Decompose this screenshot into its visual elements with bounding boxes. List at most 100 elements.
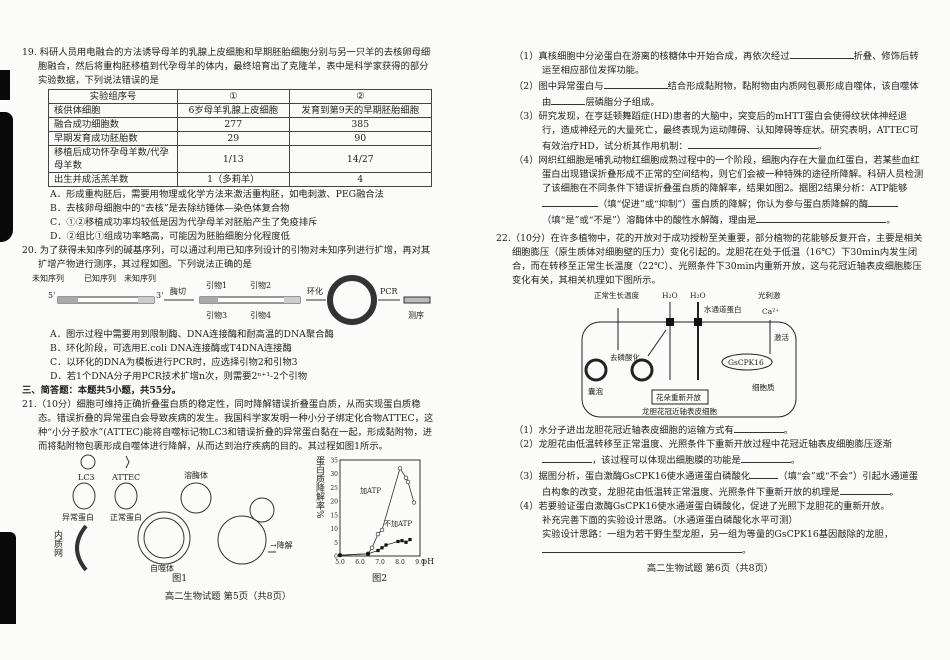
- series-label: 加ATP: [360, 486, 381, 495]
- data-point: [369, 545, 375, 550]
- answer-blank[interactable]: [789, 48, 854, 59]
- answer-blank[interactable]: [740, 452, 791, 463]
- table-cell: 385: [288, 117, 433, 132]
- data-point: [379, 527, 385, 533]
- autophagosome-inner: [143, 517, 185, 559]
- answer-blank[interactable]: [687, 138, 818, 149]
- answer-blank[interactable]: [839, 484, 890, 495]
- q22-part-2: （2）龙胆花由低温转移至正常温度、光照条件下重新开放过程中花冠近轴表皮细胞膨压逐…: [514, 439, 892, 466]
- reopen-box: [651, 389, 709, 405]
- label-abnormal-protein: 异常蛋白: [62, 512, 94, 522]
- epidermal-cell: [581, 321, 797, 418]
- q20-diagram: 未知序列 已知序列 未知序列 5' 3' 酶切 引物1 引物2 引物3 引物4 …: [32, 273, 431, 325]
- data-point: [404, 540, 408, 544]
- label-degrade: →降解: [270, 540, 293, 550]
- answer-blank[interactable]: [603, 78, 668, 89]
- q19-stem: 19. 科研人员用电融合的方法诱导母羊的乳腺上皮细胞和早期胚胎细胞分别与另一只羊…: [22, 47, 431, 86]
- normal-protein: [114, 482, 138, 510]
- figure-1-caption: 图1: [172, 573, 188, 584]
- label-primer1: 引物1: [206, 280, 227, 290]
- data-point: [366, 552, 370, 556]
- figure-1: LC3 ATTEC 异常蛋白 正常蛋白 自噬体 溶酶体 →降解: [62, 454, 293, 572]
- question-21: 21.（10分）细胞可维持正确折叠蛋白质的稳定性，同时降解错误折叠蛋白质，从而实…: [22, 398, 434, 454]
- lysosome-fusing: [249, 497, 275, 523]
- section-heading: 三、简答题：本题共5小题，共55分。: [22, 385, 181, 396]
- table-cell: 6岁母羊乳腺上皮细胞: [177, 103, 290, 118]
- y-tick-label: 10: [330, 526, 338, 533]
- label-primer3: 引物3: [206, 310, 227, 320]
- y-tick-label: 0: [334, 554, 338, 561]
- answer-blank[interactable]: [756, 212, 887, 223]
- q21-part-1: （1）真核细胞中分泌蛋白在游离的核糖体中开始合成，再依次经过折叠、修饰后转运至相…: [514, 48, 924, 78]
- table-cell: 融合成功细胞数: [48, 117, 178, 132]
- label-circularize: 环化: [307, 286, 323, 296]
- q22-part-1: （1）水分子进出龙胆花冠近轴表皮细胞的运输方式有。: [514, 422, 924, 438]
- data-point: [380, 546, 384, 550]
- pcr-product: [403, 296, 431, 304]
- table-cell: 早期发育成功胚胎数: [48, 131, 178, 146]
- q19-option-b: B．去核卵母细胞中的“去核”是去除纺锤体—染色体复合物: [50, 203, 290, 214]
- unknown-segment: [58, 297, 78, 303]
- y-tick-label: 25: [330, 485, 338, 492]
- label-unknown-seq: 未知序列: [32, 273, 64, 283]
- lc3-molecule: [80, 454, 96, 470]
- answer-blank[interactable]: [542, 196, 598, 207]
- y-tick-label: 5: [334, 540, 338, 547]
- q21-part-4: （4）网织红细胞是哺乳动物红细胞成熟过程中的一个阶段，细胞内存在大量血红蛋白，若…: [514, 155, 924, 226]
- data-point: [403, 475, 409, 480]
- answer-blank[interactable]: [868, 196, 899, 207]
- q22-part-4-design: 实验设计思路：一组为若干野生型龙胆，另一组为等量的GsCPK16基因敲除的龙胆，…: [542, 529, 894, 556]
- answer-blank[interactable]: [542, 452, 592, 463]
- data-point: [396, 539, 400, 544]
- question-21-parts: （1）真核细胞中分泌蛋白在游离的核糖体中开始合成，再依次经过折叠、修饰后转运至相…: [514, 48, 924, 228]
- label-unknown-seq: 未知序列: [124, 273, 156, 283]
- table-header: ①: [177, 89, 290, 104]
- attec-molecule: [125, 455, 130, 469]
- table-header: ②: [288, 89, 433, 104]
- answer-blank[interactable]: [733, 422, 784, 433]
- data-point: [376, 548, 380, 553]
- autophagosome: [137, 511, 191, 565]
- label-lc3: LC3: [78, 473, 95, 482]
- label-autophagosome: 自噬体: [150, 563, 174, 572]
- q22-part-3: （3）据图分析，蛋白激酶GsCPK16使水通道蛋白磷酸化（填“会”或“不会”）引…: [514, 468, 924, 500]
- y-tick-label: 20: [330, 499, 338, 506]
- answer-blank[interactable]: [551, 94, 586, 105]
- table-cell: 277: [177, 117, 290, 132]
- segment: [200, 297, 218, 303]
- question-19: 19. 科研人员用电融合的方法诱导母羊的乳腺上皮细胞和早期胚胎细胞分别与另一只羊…: [22, 46, 434, 244]
- label-normal-protein: 正常蛋白: [110, 512, 142, 522]
- scan-edge: [0, 112, 13, 242]
- table-cell: 4: [288, 172, 433, 187]
- label-vesicle: 囊泡: [588, 386, 603, 396]
- label-calcium: Ca²⁺: [762, 307, 779, 316]
- q20-stem: 20. 为了获得未知序列的碱基序列，可以通过利用已知序列设计的引物对未知序列进行…: [22, 245, 431, 270]
- unknown-segment: [138, 297, 154, 303]
- table-cell: 29: [177, 131, 290, 146]
- label-er: 内质网: [52, 530, 62, 557]
- autolysosome: [217, 515, 267, 565]
- label-temperature: 正常生长温度: [594, 290, 639, 300]
- answer-blank[interactable]: [750, 468, 779, 479]
- data-point: [400, 539, 404, 543]
- answer-blank[interactable]: [542, 542, 742, 553]
- table-cell: 核供体细胞: [48, 103, 178, 118]
- scan-edge: [0, 70, 10, 100]
- label-known-seq: 已知序列: [84, 273, 116, 283]
- page-footer-right: 高二生物试题 第6页（共8页）: [646, 563, 774, 574]
- question-22-parts: （1）水分子进出龙胆花冠近轴表皮细胞的运输方式有。 （2）龙胆花由低温转移至正常…: [514, 422, 924, 558]
- x-tick-label: 6.0: [355, 559, 365, 566]
- q19-option-d: D．②组比①组成功率略高，可能因为胚胎细胞分化程度低: [50, 231, 290, 242]
- q22-diagram: 正常生长温度 H₂O H₂O 水通道蛋白 光刺激 Ca²⁺ 激活 GsCPK16…: [581, 290, 797, 418]
- series-label: 不加ATP: [384, 519, 412, 528]
- question-20: 20. 为了获得未知序列的碱基序列，可以通过利用已知序列设计的引物对未知序列进行…: [22, 244, 434, 398]
- label-cell: 龙胆花冠近轴表皮细胞: [642, 406, 717, 416]
- figure-2-caption: 图2: [372, 573, 388, 584]
- table-cell: 14/27: [288, 145, 433, 173]
- q21-part-2: （2）图中异常蛋白与结合形成黏附物，黏附物由内质网包裹形成自噬体，该自噬体由层磷…: [514, 78, 924, 110]
- scan-edge: [0, 532, 16, 624]
- gscpk16-enzyme: [721, 353, 773, 371]
